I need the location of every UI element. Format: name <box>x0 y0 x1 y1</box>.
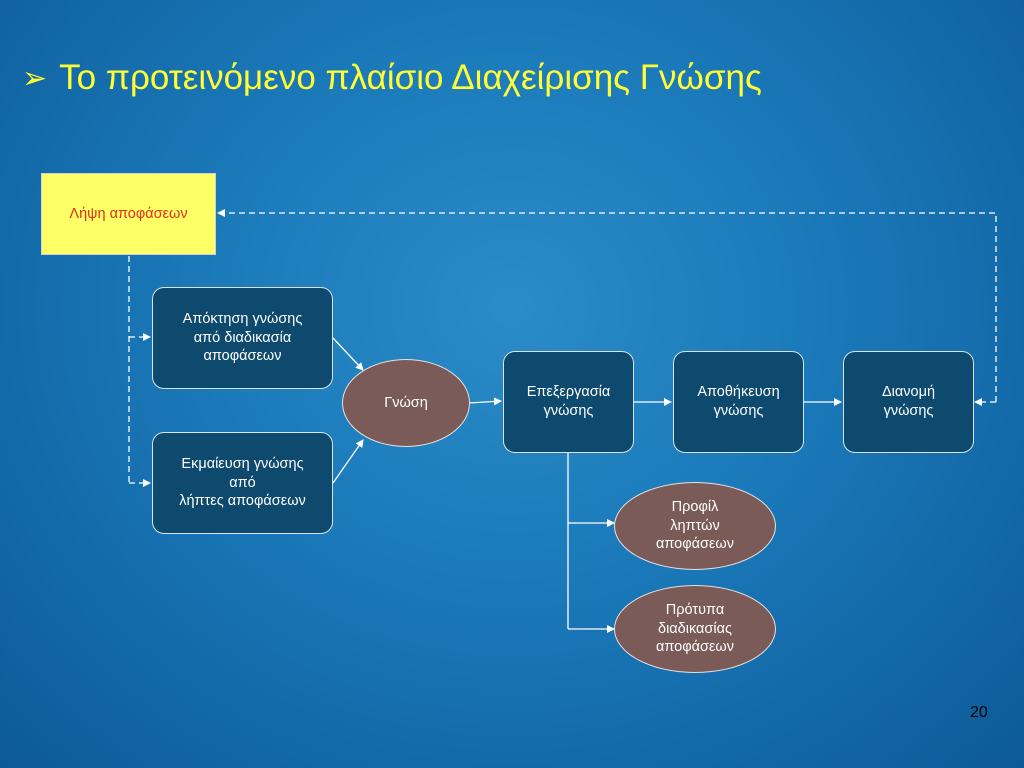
knowledge-processing-box: Επεξεργασία γνώσης <box>503 351 634 453</box>
page-number: 20 <box>970 704 988 721</box>
decision-making-box: Λήψη αποφάσεων <box>41 173 216 255</box>
acquisition-to-knowledge-arrow <box>332 337 364 371</box>
slide-title: ➢ Το προτεινόμενο πλαίσιο Διαχείρισης Γν… <box>22 58 762 98</box>
knowledge-storage-box: Αποθήκευση γνώσης <box>673 351 804 453</box>
knowledge-to-processing-arrow <box>468 397 502 406</box>
knowledge-ellipse: Γνώση <box>342 359 470 447</box>
feedback-dashed-line <box>217 209 997 402</box>
knowledge-acquisition-box: Απόκτηση γνώσης από διαδικασία αποφάσεων <box>152 287 333 389</box>
elicitation-to-knowledge-arrow <box>332 439 364 484</box>
decision-process-patterns-ellipse: Πρότυπα διαδικασίας αποφάσεων <box>614 585 776 673</box>
decision-maker-profiles-ellipse: Προφίλ ληπτών αποφάσεων <box>614 482 776 570</box>
slide-title-text: Το προτεινόμενο πλαίσιο Διαχείρισης Γνώσ… <box>59 58 762 97</box>
arrow-bullet-icon: ➢ <box>22 61 48 95</box>
knowledge-distribution-box: Διανομή γνώσης <box>843 351 974 453</box>
knowledge-elicitation-box: Εκμαίευση γνώσης από λήπτες αποφάσεων <box>152 432 333 534</box>
